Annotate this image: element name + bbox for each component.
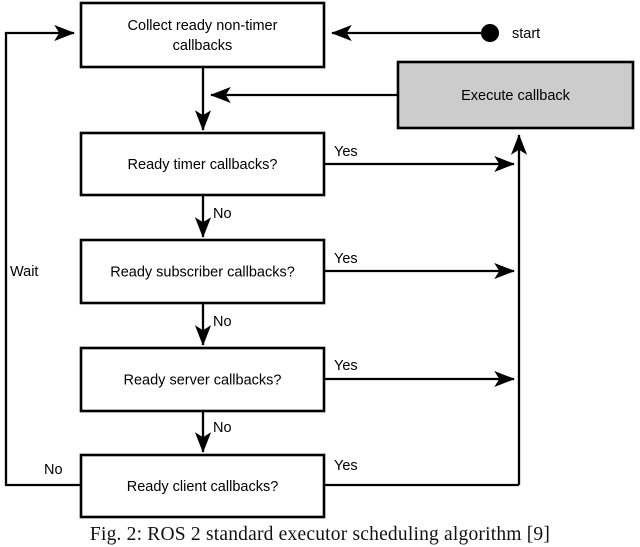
node-execute-callback-box	[396, 60, 635, 130]
node-ready-timer-callbacks[interactable]: Ready timer callbacks?	[79, 131, 326, 197]
node-ready-client-callbacks-label: Ready client callbacks?	[127, 479, 279, 495]
edge-label-yes-timer: Yes	[334, 144, 358, 160]
edge-label-yes-client: Yes	[334, 458, 358, 474]
node-ready-server-callbacks[interactable]: Ready server callbacks?	[79, 346, 326, 413]
node-execute-callback[interactable]: Execute callback	[396, 60, 635, 130]
edge-label-no-subscriber: No	[213, 314, 232, 330]
start-dot-icon	[481, 24, 499, 42]
node-collect-callbacks[interactable]: Collect ready non-timer callbacks	[79, 1, 326, 69]
node-collect-callbacks-label-line1: Collect ready non-timer	[128, 18, 278, 34]
node-execute-callback-label: Execute callback	[461, 88, 571, 104]
edge-label-yes-server: Yes	[334, 358, 358, 374]
edge-label-no-server: No	[213, 420, 232, 436]
node-ready-client-callbacks-box	[79, 453, 326, 519]
node-ready-subscriber-callbacks[interactable]: Ready subscriber callbacks?	[79, 238, 326, 305]
edge-label-yes-subscriber: Yes	[334, 251, 358, 267]
node-collect-callbacks-box	[79, 1, 326, 69]
node-ready-timer-callbacks-label: Ready timer callbacks?	[128, 157, 278, 173]
figure-caption: Fig. 2: ROS 2 standard executor scheduli…	[89, 524, 551, 545]
edge-label-wait: Wait	[10, 264, 38, 280]
node-collect-callbacks-label-line2: callbacks	[173, 38, 233, 54]
edge-client-no-wait-loop	[4, 24, 81, 487]
node-ready-client-callbacks[interactable]: Ready client callbacks?	[79, 453, 326, 519]
edge-label-no-client: No	[44, 462, 63, 478]
node-ready-server-callbacks-box	[79, 346, 326, 413]
node-start-label: start	[512, 26, 540, 42]
edge-label-no-timer: No	[213, 206, 232, 222]
node-ready-subscriber-callbacks-label: Ready subscriber callbacks?	[110, 264, 295, 280]
node-start[interactable]: start	[481, 24, 540, 42]
node-ready-server-callbacks-label: Ready server callbacks?	[124, 372, 282, 388]
node-ready-subscriber-callbacks-box	[79, 238, 326, 305]
node-ready-timer-callbacks-box	[79, 131, 326, 197]
